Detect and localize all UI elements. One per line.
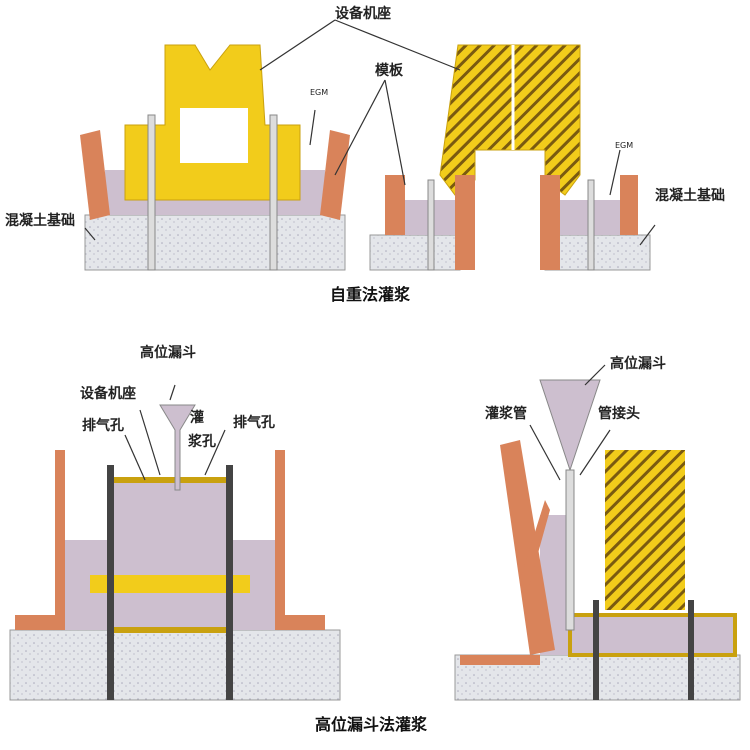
caption-funnel-grouting: 高位漏斗法灌浆: [315, 715, 428, 734]
label-grout-hole-1: 灌: [190, 409, 204, 426]
label-pipe-joint: 管接头: [598, 405, 640, 422]
label-grout-pipe: 灌浆管: [485, 405, 527, 422]
top-left-assembly: [80, 44, 350, 271]
label-vent-right: 排气孔: [233, 414, 275, 431]
top-leader-lines: [84, 19, 656, 246]
label-egm-right: EGM: [615, 141, 633, 150]
label-funnel-left: 高位漏斗: [140, 344, 196, 361]
bottom-left-assembly: [9, 404, 341, 701]
label-vent-left: 排气孔: [82, 417, 124, 434]
label-equipment-base-left: 设备机座: [80, 385, 136, 402]
label-grout-hole-2: 浆孔: [188, 433, 216, 450]
caption-gravity-grouting: 自重法灌浆: [330, 285, 411, 304]
label-formwork: 模板: [375, 62, 404, 79]
bottom-right-assembly: [454, 379, 741, 701]
bottom-right-leaders: [529, 364, 611, 481]
label-egm-left: EGM: [310, 88, 328, 97]
top-right-assembly: [369, 44, 651, 271]
label-foundation-right: 混凝土基础: [655, 187, 725, 204]
label-foundation-left: 混凝土基础: [5, 212, 75, 229]
label-funnel-right: 高位漏斗: [610, 355, 666, 372]
label-equipment-base: 设备机座: [335, 5, 391, 22]
bottom-left-leaders: [124, 384, 226, 481]
